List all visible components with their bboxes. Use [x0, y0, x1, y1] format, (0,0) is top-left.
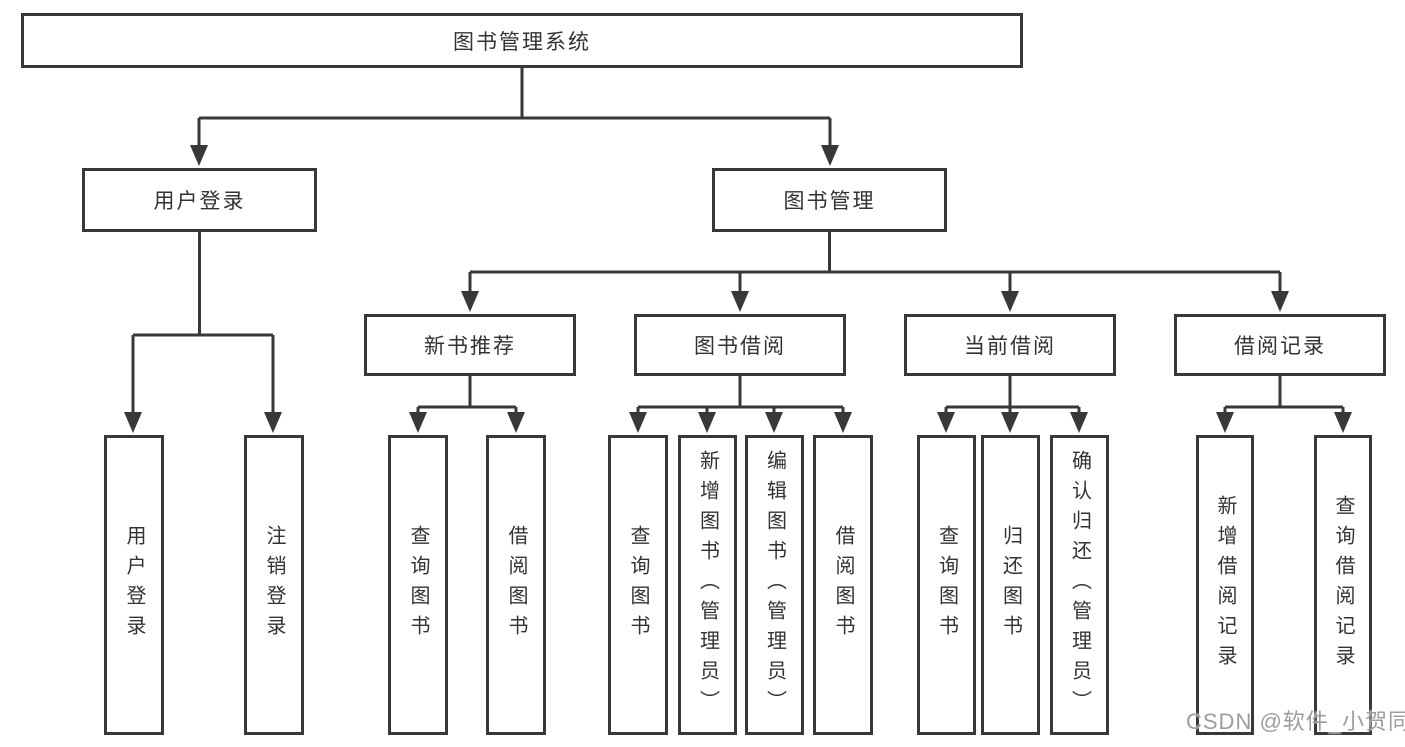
leaf-nbr-query-books: 查询图书	[388, 435, 448, 735]
leaf-br-query-borrow-record: 查询借阅记录	[1314, 435, 1372, 735]
node-book-management: 图书管理	[712, 168, 947, 232]
node-current-borrowing: 当前借阅	[904, 314, 1116, 376]
node-root: 图书管理系统	[21, 13, 1023, 68]
node-user-login: 用户登录	[82, 168, 317, 232]
leaf-logout: 注销登录	[244, 435, 304, 735]
leaf-br-add-borrow-record: 新增借阅记录	[1196, 435, 1254, 735]
leaf-bb-edit-book-admin: 编辑图书（管理员）	[745, 435, 804, 735]
node-book-borrowing: 图书借阅	[634, 314, 846, 376]
leaf-cb-return-books: 归还图书	[981, 435, 1040, 735]
leaf-bb-borrow-books: 借阅图书	[813, 435, 873, 735]
leaf-cb-query-books: 查询图书	[917, 435, 976, 735]
leaf-nbr-borrow-books: 借阅图书	[486, 435, 546, 735]
leaf-cb-confirm-return-admin: 确认归还（管理员）	[1050, 435, 1109, 735]
leaf-bb-add-book-admin: 新增图书（管理员）	[678, 435, 737, 735]
node-new-book-recommendation: 新书推荐	[364, 314, 576, 376]
leaf-user-login: 用户登录	[104, 435, 164, 735]
node-borrowing-records: 借阅记录	[1174, 314, 1386, 376]
leaf-bb-query-books: 查询图书	[608, 435, 668, 735]
csdn-watermark: CSDN @软件_小贺同学	[1186, 709, 1405, 734]
